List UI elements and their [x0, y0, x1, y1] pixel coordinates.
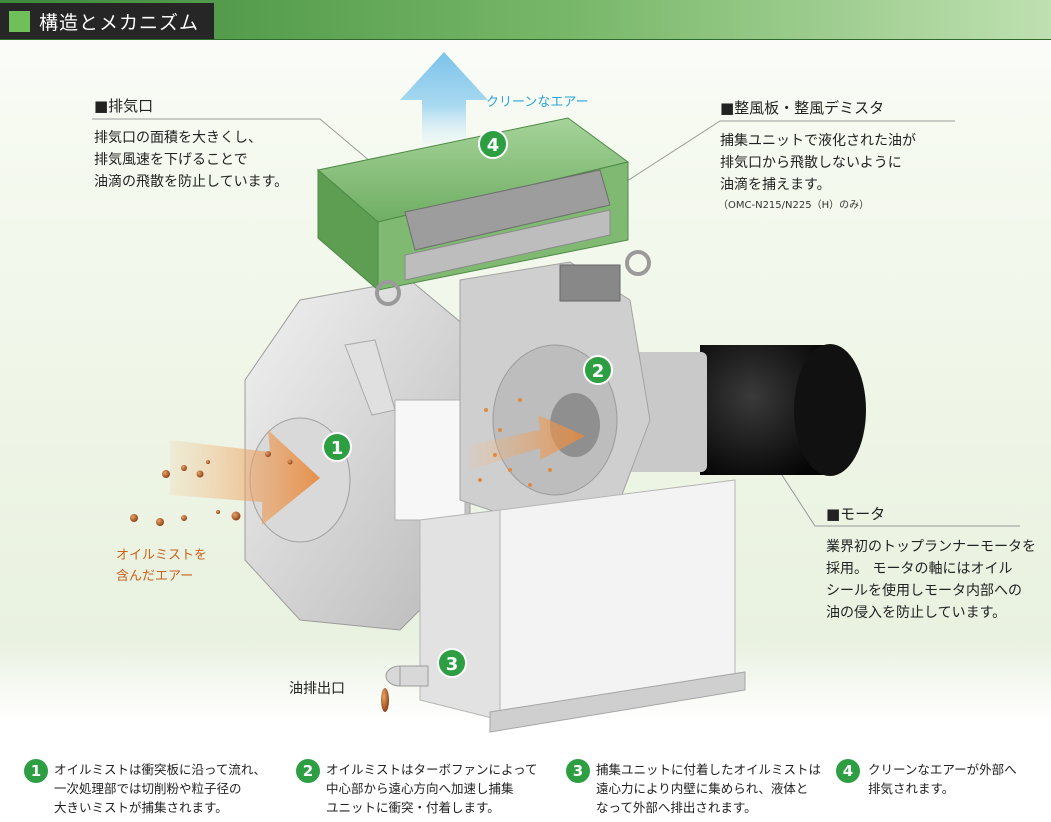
header-underline — [0, 39, 1051, 40]
exhaust-callout-line — [92, 118, 391, 179]
step-3-line-3: なって外部へ排出されます。 — [596, 800, 757, 815]
baffle — [344, 339, 396, 416]
step-1-badge: 1 — [24, 759, 48, 783]
clean-air-arrow — [400, 52, 488, 160]
oil-drip — [381, 688, 389, 712]
demister-title: ■整風板・整風デミスタ — [720, 99, 885, 117]
step-3-badge: 3 — [566, 759, 590, 783]
marker-1: 1 — [322, 432, 352, 462]
impact-plate — [394, 399, 466, 521]
step-4-line-1: クリーンなエアーが外部へ — [868, 762, 1017, 777]
marker-2: 2 — [583, 355, 613, 385]
section-title: 構造とメカニズム — [39, 11, 200, 34]
motor-desc-3: シールを使用しモータ内部への — [826, 583, 1022, 599]
step-3-line-2: 遠心力により内壁に集められ、液体と — [596, 781, 809, 796]
demister-note: （OMC-N215/N225（H）のみ） — [718, 200, 870, 211]
drain-pipe-body — [399, 665, 429, 687]
step-4-line-2: 排気されます。 — [868, 781, 955, 796]
step-1-line-2: 一次処理部では切削粉や粒子径の — [54, 781, 242, 796]
housing-left — [244, 279, 471, 631]
step-1-line-3: 大きいミストが捕集されます。 — [54, 800, 228, 815]
internal-flow-arrow — [470, 415, 585, 470]
inlet-air-arrow — [170, 430, 320, 525]
step-3-line-1: 捕集ユニットに付着したオイルミストは — [596, 762, 822, 777]
marker-3: 3 — [437, 648, 467, 678]
motor-desc-1: 業界初のトップランナーモータを — [826, 539, 1036, 555]
collection-box-side — [419, 509, 501, 721]
oil-mist-label-1: オイルミストを — [116, 548, 208, 563]
exhaust-desc-2: 排気風速を下げることで — [94, 152, 248, 168]
motor-desc-4: 油の侵入を防止しています。 — [826, 605, 1007, 621]
step-2-line-1: オイルミストはターボファンによって — [326, 762, 538, 777]
motor-desc-2: 採用。 モータの軸にはオイル — [826, 561, 1013, 577]
air-plate — [404, 209, 611, 281]
eye-bolt-right — [625, 250, 651, 276]
demister-desc-2: 排気口から飛散しないように — [720, 155, 902, 171]
clean-air-label: クリーンなエアー — [486, 95, 589, 110]
section-title-block: 構造とメカニズム — [0, 3, 214, 39]
motor-end — [794, 344, 866, 476]
demister-callout-line — [589, 120, 955, 206]
motor-title: ■モータ — [826, 505, 886, 523]
step-2-line-3: ユニットに衝突・付着します。 — [326, 800, 500, 815]
step-2-line-2: 中心部から遠心方向へ加速し捕集 — [326, 781, 514, 796]
exhaust-desc-3: 油滴の飛散を防止しています。 — [94, 174, 289, 190]
section-header: 構造とメカニズム — [0, 0, 1051, 40]
green-square-icon — [9, 10, 30, 32]
step-1-line-1: オイルミストは衝突板に沿って流れ、 — [54, 762, 267, 777]
drain-label: 油排出口 — [289, 681, 345, 697]
demister-desc-3: 油滴を捕えます。 — [720, 177, 831, 193]
exhaust-desc-1: 排気口の面積を大きくし、 — [94, 130, 262, 146]
base-plate — [489, 671, 746, 733]
demister-desc-1: 捕集ユニットで液化された油が — [720, 133, 916, 149]
exhaust-title: ■排気口 — [94, 97, 154, 115]
eye-bolt-left — [375, 280, 401, 306]
oil-mist-label-2: 含んだエアー — [116, 569, 194, 584]
filter-mesh — [559, 264, 621, 302]
demister-grille — [404, 169, 611, 251]
step-2-badge: 2 — [296, 759, 320, 783]
marker-4: 4 — [478, 129, 508, 159]
step-4-badge: 4 — [836, 759, 860, 783]
oil-droplets — [130, 398, 552, 526]
